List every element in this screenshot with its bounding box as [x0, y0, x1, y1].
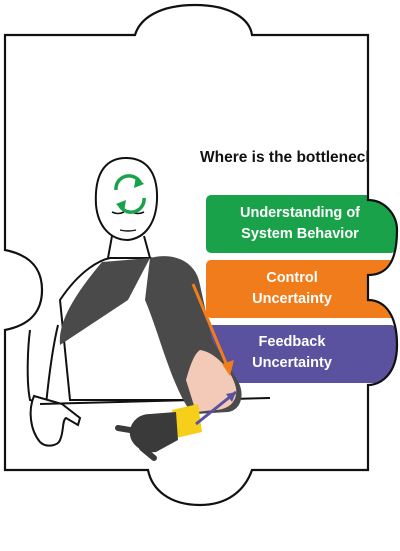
cycle-head-bottom [116, 200, 126, 212]
left-hand [29, 394, 82, 447]
neck [107, 235, 151, 259]
puzzle-content: Where is the bottleneck Understanding of… [26, 149, 396, 461]
diagram-heading: Where is the bottleneck [200, 149, 374, 166]
head [94, 156, 159, 242]
box-control-uncertainty: Control Uncertainty [206, 260, 396, 318]
cycle-arrows-icon [114, 174, 146, 214]
box-system-behavior-bg [206, 195, 396, 253]
right-hand [129, 412, 178, 453]
fingers [115, 425, 157, 461]
box-system-behavior: Understanding of System Behavior [206, 195, 396, 253]
efferent-arrow-head [222, 360, 234, 376]
afferent-arrow-head [226, 392, 236, 402]
box-feedback-uncertainty-line1: Feedback [259, 334, 327, 350]
cycle-head-top [134, 176, 144, 188]
box-control-uncertainty-bg [206, 260, 396, 318]
person-figure [26, 156, 271, 461]
mouth [119, 229, 137, 232]
box-feedback-uncertainty-line2: Uncertainty [252, 355, 332, 371]
box-system-behavior-line2: System Behavior [241, 226, 359, 242]
box-feedback-uncertainty-bg [206, 325, 396, 383]
efferent-arrow-icon [191, 283, 230, 369]
box-control-uncertainty-line1: Control [266, 270, 318, 286]
box-control-uncertainty-line2: Uncertainty [252, 291, 332, 307]
box-feedback-uncertainty: Feedback Uncertainty [206, 325, 396, 383]
shoulder-strap [59, 258, 150, 345]
box-system-behavior-line1: Understanding of [240, 205, 360, 221]
wrist-cuff [172, 404, 202, 438]
left-arm [26, 324, 59, 407]
